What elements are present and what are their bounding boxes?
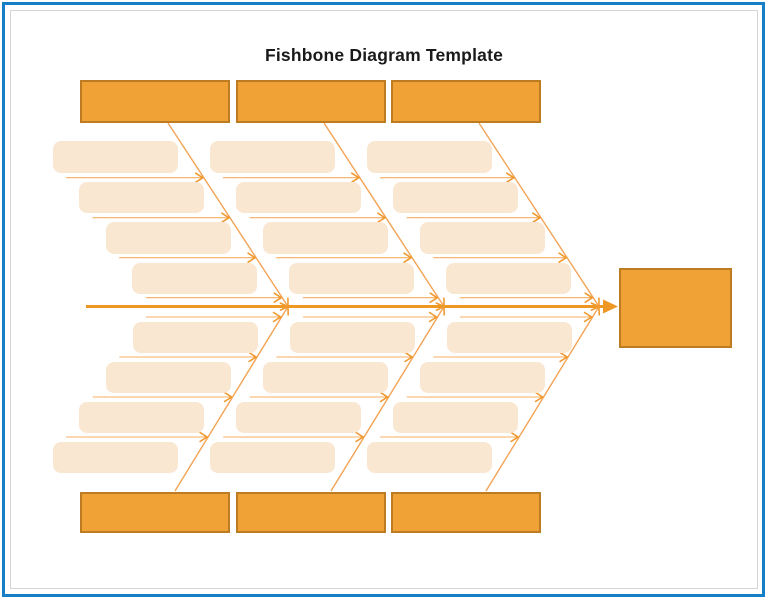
cause-arrowhead-icon <box>247 252 257 264</box>
branch-line-bottom <box>485 306 600 492</box>
cause-arrowhead-icon <box>583 311 594 323</box>
branch-arrowhead-icon <box>279 305 289 316</box>
top-category-box[interactable] <box>80 80 230 123</box>
cause-arrowhead-icon <box>272 311 283 323</box>
cause-arrowhead-icon <box>223 391 234 403</box>
effect-box[interactable] <box>619 268 732 348</box>
branch-line-bottom <box>330 306 445 492</box>
cause-arrowhead-icon <box>510 431 520 443</box>
cause-arrowhead-icon <box>199 431 209 443</box>
cause-arrowhead-icon <box>379 391 390 403</box>
cause-box[interactable] <box>366 441 492 473</box>
top-category-box[interactable] <box>391 80 541 123</box>
cause-arrowhead-icon <box>273 292 283 304</box>
cause-arrowhead-icon <box>505 172 516 183</box>
cause-arrowhead-icon <box>558 252 568 264</box>
cause-arrowhead-icon <box>559 351 569 363</box>
bottom-category-box[interactable] <box>80 492 230 533</box>
spine-arrowhead-icon <box>603 299 618 314</box>
cause-arrowhead-icon <box>248 351 258 363</box>
cause-box[interactable] <box>52 141 178 173</box>
cause-box[interactable] <box>393 401 519 433</box>
branch-line-bottom <box>174 306 289 492</box>
cause-box[interactable] <box>262 222 388 254</box>
cause-box[interactable] <box>236 401 362 433</box>
cause-box[interactable] <box>446 262 572 295</box>
bottom-category-box[interactable] <box>391 492 541 533</box>
cause-box[interactable] <box>419 361 545 393</box>
cause-box[interactable] <box>209 441 335 473</box>
cause-arrowhead-icon <box>403 252 413 264</box>
cause-box[interactable] <box>79 401 205 433</box>
branch-line-top <box>167 122 289 307</box>
cause-arrowhead-icon <box>377 212 387 223</box>
cause-box[interactable] <box>262 361 388 393</box>
cause-box[interactable] <box>393 181 519 214</box>
top-category-box[interactable] <box>236 80 386 123</box>
cause-box[interactable] <box>289 321 415 353</box>
cause-box[interactable] <box>446 321 572 353</box>
cause-box[interactable] <box>132 321 258 353</box>
cause-arrowhead-icon <box>532 212 542 223</box>
cause-box[interactable] <box>132 262 258 295</box>
bottom-category-box[interactable] <box>236 492 386 533</box>
cause-arrowhead-icon <box>194 172 205 183</box>
branch-arrowhead-icon <box>590 305 600 316</box>
cause-arrowhead-icon <box>350 172 361 183</box>
page-inner-border <box>10 10 758 589</box>
branch-line-top <box>323 122 445 307</box>
cause-arrowhead-icon <box>534 391 545 403</box>
cause-arrowhead-icon <box>221 212 231 223</box>
cause-box[interactable] <box>366 141 492 173</box>
cause-box[interactable] <box>79 181 205 214</box>
cause-box[interactable] <box>105 222 231 254</box>
branch-line-top <box>478 122 600 307</box>
cause-box[interactable] <box>419 222 545 254</box>
cause-arrowhead-icon <box>355 431 365 443</box>
cause-box[interactable] <box>52 441 178 473</box>
page-title: Fishbone Diagram Template <box>264 45 504 65</box>
cause-arrowhead-icon <box>404 351 414 363</box>
cause-box[interactable] <box>105 361 231 393</box>
cause-arrowhead-icon <box>428 311 439 323</box>
cause-box[interactable] <box>289 262 415 295</box>
cause-box[interactable] <box>209 141 335 173</box>
cause-arrowhead-icon <box>584 292 594 304</box>
cause-arrowhead-icon <box>429 292 439 304</box>
branch-arrowhead-icon <box>435 305 445 316</box>
cause-box[interactable] <box>236 181 362 214</box>
